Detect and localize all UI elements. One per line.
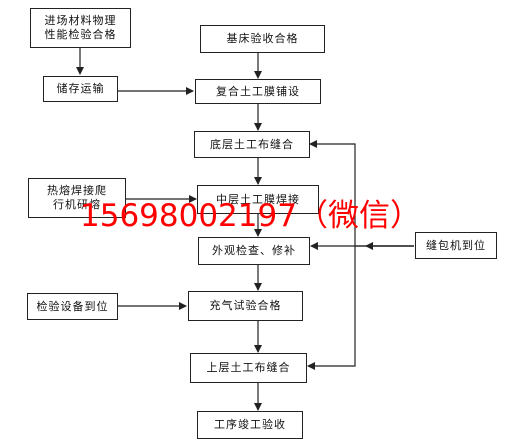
node-storage-transport: 储存运输 <box>43 76 118 102</box>
node-visual-inspection-repair: 外观检查、修补 <box>198 237 310 265</box>
node-storage-transport-label: 储存运输 <box>56 82 105 95</box>
node-test-equipment-ready-label: 检验设备到位 <box>36 299 109 313</box>
loop-line <box>307 245 414 370</box>
node-inflation-test-label: 充气试验合格 <box>209 299 282 312</box>
node-hot-melt-welder: 热熔焊接爬 行机研熔 <box>28 178 126 218</box>
loop-line-up <box>309 140 356 246</box>
node-middle-geomembrane-welding: 中层土工膜焊接 <box>197 185 319 214</box>
node-incoming-material-test-line1: 进场材料物理 <box>44 14 117 27</box>
node-final-acceptance-label: 工序竣工验收 <box>214 418 286 431</box>
node-top-geotextile-sewing-label: 上层土工布缝合 <box>206 361 291 374</box>
node-sewing-machine-ready-label: 缝包机到位 <box>426 238 486 252</box>
node-base-acceptance: 基床验收合格 <box>200 25 325 53</box>
node-test-equipment-ready: 检验设备到位 <box>27 293 118 320</box>
node-top-geotextile-sewing: 上层土工布缝合 <box>190 353 307 383</box>
node-incoming-material-test: 进场材料物理 性能检验合格 <box>30 8 131 48</box>
node-geomembrane-laying-label: 复合土工膜铺设 <box>216 84 300 98</box>
node-base-acceptance-label: 基床验收合格 <box>226 32 299 45</box>
node-final-acceptance: 工序竣工验收 <box>197 411 303 439</box>
node-bottom-geotextile-sewing-label: 底层土工布缝合 <box>210 137 294 151</box>
node-incoming-material-test-line2: 性能检验合格 <box>44 28 117 41</box>
node-hot-melt-welder-line2: 行机研熔 <box>53 198 101 211</box>
node-visual-inspection-repair-label: 外观检查、修补 <box>212 244 296 257</box>
node-sewing-machine-ready: 缝包机到位 <box>415 232 497 259</box>
node-inflation-test: 充气试验合格 <box>188 291 303 321</box>
node-middle-geomembrane-welding-label: 中层土工膜焊接 <box>216 192 300 206</box>
node-geomembrane-laying: 复合土工膜铺设 <box>195 79 321 104</box>
watermark-phone: 15698002197（微信） <box>80 198 421 234</box>
node-hot-melt-welder-line1: 热熔焊接爬 <box>47 184 107 197</box>
node-bottom-geotextile-sewing: 底层土工布缝合 <box>194 131 310 158</box>
